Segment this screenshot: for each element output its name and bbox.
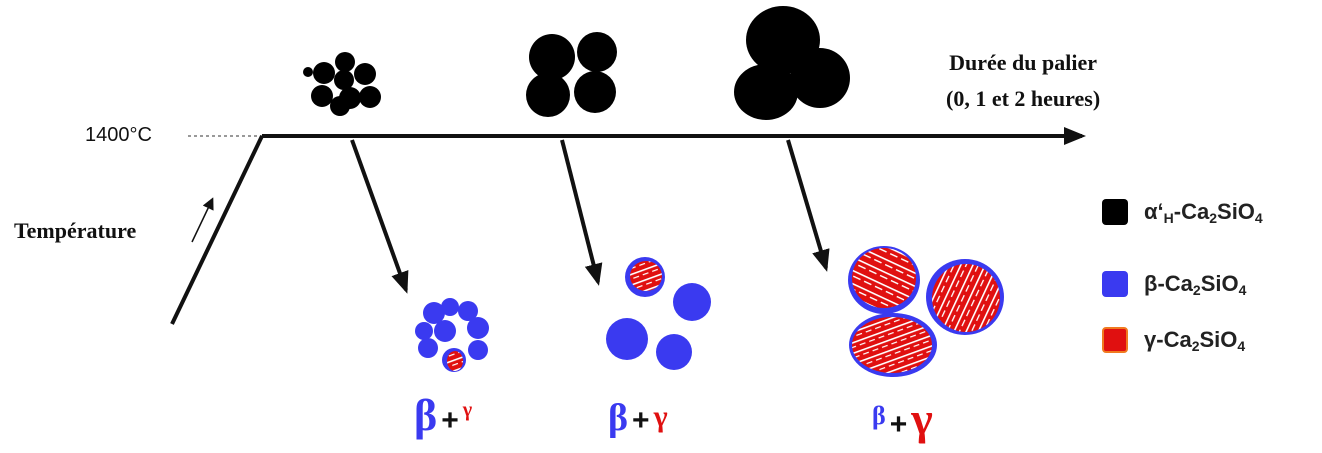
legend-swatch-alpha [1102,199,1128,225]
legend-swatch-beta [1102,271,1128,297]
phase-gamma-0h: γ [462,399,473,421]
phase-gamma-1h: γ [653,400,668,433]
gamma-grains-cluster-2h [848,246,1004,377]
legend-label-beta: β-Ca2SiO4 [1144,270,1247,298]
phase-beta-1h: β [608,397,629,439]
phase-beta-2h: β [872,401,886,430]
legend-swatch-gamma [1102,327,1128,353]
alpha-grains-large-cluster [734,6,850,120]
beta-grains-cluster-1h [606,257,711,370]
alpha-grains-medium-cluster [526,32,617,117]
transition-arrow-2h [786,139,830,272]
phase-gamma-2h: γ [911,393,933,444]
duration-label-line1: Durée du palier [949,50,1098,75]
legend-item-alpha: α‘H-Ca2SiO4 [1102,196,1263,228]
legend-label-gamma: γ-Ca2SiO4 [1144,326,1246,354]
phase-plus-0h: + [441,404,459,437]
temperature-value-label: 1400°C [85,124,152,146]
beta-grains-cluster-0h [415,298,489,372]
legend-item-beta: β-Ca2SiO4 [1102,268,1246,300]
phase-beta-0h: β [414,391,438,440]
transition-arrow-0h [350,139,409,294]
alpha-grains-small-cluster [303,52,381,116]
duration-axis-label: Durée du palier (0, 1 et 2 heures) [946,45,1100,117]
legend-item-gamma: γ-Ca2SiO4 [1102,324,1245,356]
legend-label-alpha: α‘H-Ca2SiO4 [1144,198,1263,226]
transition-arrow-1h [560,139,603,286]
temperature-axis-label: Température [14,218,137,243]
phase-plus-1h: + [632,404,650,437]
ramp-line [170,135,264,325]
phase-label-1h: β + γ [608,396,668,440]
duration-label-line2: (0, 1 et 2 heures) [946,86,1101,111]
phase-label-0h: β + γ [414,390,472,441]
phase-label-2h: β + γ [872,392,933,445]
temperature-axis-arrow [191,197,214,243]
phase-plus-2h: + [889,408,908,441]
